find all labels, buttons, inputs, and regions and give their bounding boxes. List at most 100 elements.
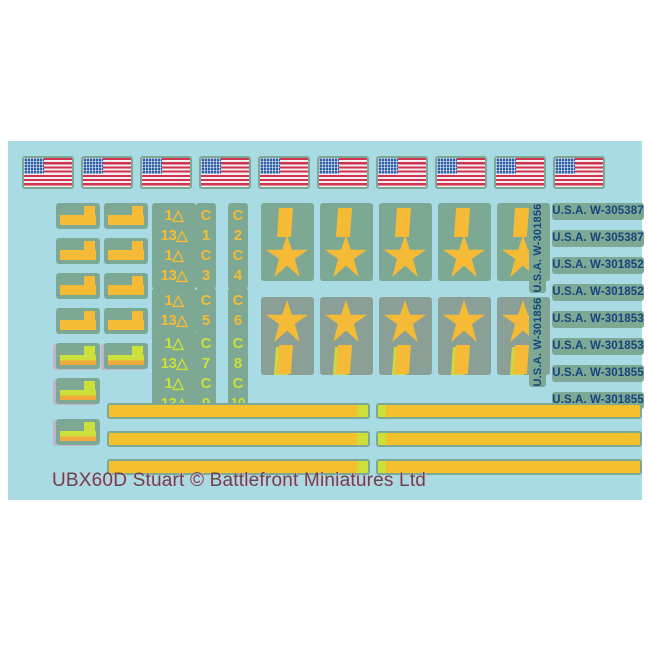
star-bar bbox=[453, 208, 471, 237]
flag-decal bbox=[22, 156, 74, 189]
rect-marking bbox=[104, 238, 148, 264]
vertical-serial-decal: U.S.A. W-301856 bbox=[529, 297, 546, 387]
star-bar bbox=[276, 208, 294, 237]
flag-decal bbox=[435, 156, 487, 189]
unit-marking: 1△13△ bbox=[152, 243, 196, 289]
flag-field bbox=[201, 158, 249, 187]
marking-square bbox=[84, 241, 95, 250]
flag-decal bbox=[376, 156, 428, 189]
marking-bar bbox=[108, 250, 144, 260]
vertical-serial-decal: U.S.A. W-301856 bbox=[529, 203, 546, 293]
stripe-decal bbox=[376, 431, 642, 447]
flag-decal bbox=[199, 156, 251, 189]
stripe-fill bbox=[109, 461, 368, 473]
flag-canton bbox=[83, 158, 103, 174]
star-decal bbox=[320, 297, 373, 375]
company-digit: 2 bbox=[233, 227, 243, 244]
marking-bar bbox=[60, 431, 96, 441]
unit-marking: 1△13△ bbox=[152, 331, 196, 377]
unit-marking-top: 1△ bbox=[164, 335, 184, 352]
marking-bar bbox=[108, 355, 144, 365]
company-digit: 6 bbox=[233, 312, 243, 329]
flag-field bbox=[496, 158, 544, 187]
company-prefix: C bbox=[232, 292, 244, 309]
star-decal bbox=[320, 203, 373, 281]
unit-marking-bottom: 13△ bbox=[160, 312, 188, 329]
stripe-fill bbox=[378, 461, 640, 473]
flag-field bbox=[555, 158, 603, 187]
flag-decal bbox=[317, 156, 369, 189]
star-bar bbox=[453, 345, 471, 374]
marking-bar bbox=[108, 285, 144, 295]
flag-canton bbox=[201, 158, 221, 174]
flag-field bbox=[437, 158, 485, 187]
star-bar bbox=[335, 208, 353, 237]
serial-decal: U.S.A. W-301855 bbox=[552, 365, 644, 382]
rect-marking bbox=[56, 273, 100, 299]
star-bar bbox=[335, 345, 353, 374]
marking-square bbox=[84, 206, 95, 215]
flag-field bbox=[319, 158, 367, 187]
star-decal bbox=[438, 297, 491, 375]
unit-marking: 1△13△ bbox=[152, 288, 196, 334]
company-digit: 4 bbox=[233, 267, 243, 284]
marking-square bbox=[84, 311, 95, 320]
flag-decal bbox=[140, 156, 192, 189]
marking-square bbox=[84, 422, 95, 431]
rect-marking bbox=[56, 238, 100, 264]
rect-marking bbox=[104, 343, 148, 369]
star-decal bbox=[438, 203, 491, 281]
unit-marking-top: 1△ bbox=[164, 207, 184, 224]
unit-marking-top: 1△ bbox=[164, 247, 184, 264]
rect-marking bbox=[104, 308, 148, 334]
flag-canton bbox=[555, 158, 575, 174]
marking-square bbox=[132, 206, 143, 215]
company-prefix: C bbox=[232, 207, 244, 224]
rect-marking bbox=[56, 343, 100, 369]
company-prefix: C bbox=[200, 335, 212, 352]
rect-marking bbox=[104, 273, 148, 299]
stripe-decal bbox=[107, 403, 370, 419]
unit-marking-bottom: 13△ bbox=[160, 355, 188, 372]
marking-bar bbox=[108, 215, 144, 225]
serial-decal: U.S.A. W-301852 bbox=[552, 257, 644, 274]
marking-square bbox=[132, 241, 143, 250]
flag-canton bbox=[24, 158, 44, 174]
unit-marking-top: 1△ bbox=[164, 292, 184, 309]
stripe-decal bbox=[376, 403, 642, 419]
stripe-fill bbox=[109, 405, 368, 417]
star-bar bbox=[394, 345, 412, 374]
rect-marking bbox=[56, 308, 100, 334]
marking-bar bbox=[60, 390, 96, 400]
unit-marking-top: 1△ bbox=[164, 375, 184, 392]
marking-bar bbox=[60, 355, 96, 365]
star-shape bbox=[324, 235, 368, 277]
flag-decal bbox=[553, 156, 605, 189]
company-prefix: C bbox=[232, 375, 244, 392]
star-decal bbox=[379, 203, 432, 281]
flag-canton bbox=[378, 158, 398, 174]
stripe-fill bbox=[109, 433, 368, 445]
flag-decal bbox=[258, 156, 310, 189]
company-digit: 1 bbox=[201, 227, 211, 244]
star-shape bbox=[383, 300, 427, 342]
marking-bar bbox=[60, 320, 96, 330]
serial-decal: U.S.A. W-305387 bbox=[552, 230, 644, 247]
company-prefix: C bbox=[232, 335, 244, 352]
star-bar bbox=[512, 345, 530, 374]
stripe-decal bbox=[107, 459, 370, 475]
marking-bar bbox=[60, 250, 96, 260]
decal-sheet: 1△13△1△13△1△13△1△13△1△13△ C1C3C5C7C9C2C4… bbox=[8, 141, 644, 500]
rect-marking bbox=[56, 203, 100, 229]
unit-marking-bottom: 13△ bbox=[160, 227, 188, 244]
serial-text: U.S.A. W-301856 bbox=[531, 203, 544, 293]
company-prefix: C bbox=[232, 247, 244, 264]
flag-canton bbox=[260, 158, 280, 174]
